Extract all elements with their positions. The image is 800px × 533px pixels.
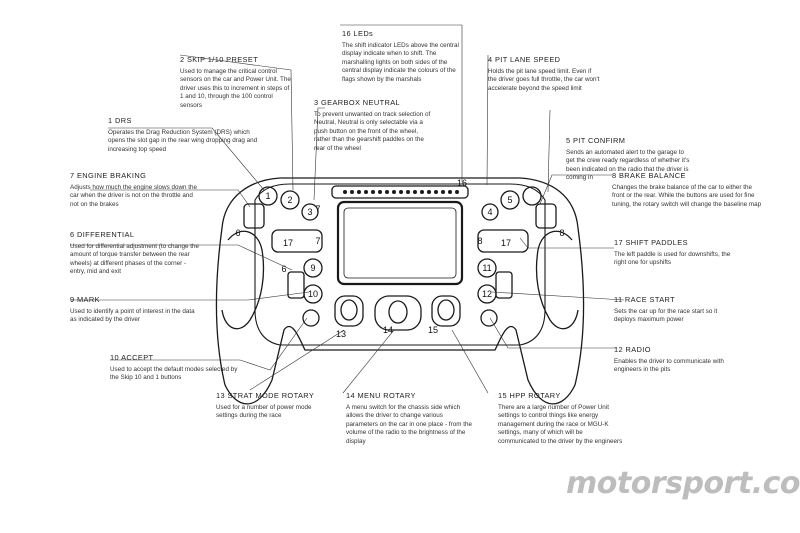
rotary-15-knob [431, 295, 461, 327]
wheel-num-14: 14 [383, 325, 393, 335]
wheel-num-7a: 7 [315, 204, 320, 214]
annotation-brake-balance: 8 BRAKE BALANCE Changes the brake balanc… [612, 171, 762, 209]
annotation-radio: 12 RADIO Enables the driver to communica… [614, 345, 740, 375]
annotation-title: 17 SHIFT PADDLES [614, 238, 688, 247]
annotation-text: Used to manage the critical control sens… [180, 67, 291, 109]
annotation-text: Used for a number of power mode settings… [216, 403, 312, 420]
wheel-num-15: 15 [428, 325, 438, 335]
wheel-num-10: 10 [308, 289, 318, 299]
annotation-text: The left paddle is used for downshifts, … [614, 250, 731, 267]
annotation-shift-paddles: 17 SHIFT PADDLES The left paddle is used… [614, 238, 738, 268]
annotation-title: 8 BRAKE BALANCE [612, 171, 686, 180]
annotation-title: 16 LEDs [342, 29, 374, 38]
annotation-hpp-rotary: 15 HPP ROTARY There are a large number o… [498, 391, 624, 447]
annotation-drs: 1 DRS Operates the Drag Reduction System… [108, 116, 258, 154]
wheel-num-17a: 17 [283, 238, 293, 248]
annotation-text: A menu switch for the chassis side which… [346, 403, 473, 445]
annotation-title: 10 ACCEPT [110, 353, 154, 362]
annotation-text: There are a large number of Power Unit s… [498, 403, 623, 445]
annotation-title: 5 PIT CONFIRM [566, 136, 626, 145]
led-bar [331, 185, 469, 199]
annotation-title: 1 DRS [108, 116, 132, 125]
annotation-skip-preset: 2 SKIP 1/10 PRESET Used to manage the cr… [180, 55, 292, 111]
annotation-race-start: 11 RACE START Sets the car up for the ra… [614, 295, 734, 325]
rotary-14-knob [374, 295, 422, 331]
annotation-text: Holds the pit lane speed limit. Even if … [488, 67, 600, 92]
wheel-num-13: 13 [336, 329, 346, 339]
central-display [336, 200, 464, 286]
annotation-text: Adjusts how much the engine slows down t… [70, 183, 198, 208]
wheel-num-3: 3 [307, 207, 312, 217]
annotation-differential: 6 DIFFERENTIAL Used for differential adj… [70, 230, 200, 277]
wheel-num-12: 12 [482, 289, 492, 299]
annotation-title: 2 SKIP 1/10 PRESET [180, 55, 259, 64]
wheel-num-2: 2 [287, 195, 292, 205]
annotation-text: Enables the driver to communicate with e… [614, 357, 724, 374]
annotation-gearbox-neutral: 3 GEARBOX NEUTRAL To prevent unwanted on… [314, 98, 432, 154]
wheel-num-6b: 6 [281, 264, 286, 274]
wheel-num-4: 4 [487, 207, 492, 217]
wheel-num-1: 1 [265, 191, 270, 201]
wheel-num-7b: 7 [315, 236, 320, 246]
annotation-title: 6 DIFFERENTIAL [70, 230, 135, 239]
annotation-text: Used to accept the default modes selecte… [110, 365, 238, 382]
annotation-text: The shift indicator LEDs above the centr… [342, 41, 459, 83]
annotation-text: Sets the car up for the race start so it… [614, 307, 718, 324]
wheel-num-5: 5 [507, 195, 512, 205]
wheel-num-9: 9 [310, 263, 315, 273]
annotation-pit-lane-speed: 4 PIT LANE SPEED Holds the pit lane spee… [488, 55, 600, 93]
annotation-title: 14 MENU ROTARY [346, 391, 416, 400]
wheel-num-8a: 8 [477, 236, 482, 246]
wheel-num-16: 16 [457, 178, 467, 188]
annotation-text: Used for differential adjustment (to cha… [70, 242, 200, 276]
annotation-strat-mode-rotary: 13 STRAT MODE ROTARY Used for a number o… [216, 391, 326, 421]
annotation-title: 4 PIT LANE SPEED [488, 55, 561, 64]
annotation-title: 9 MARK [70, 295, 100, 304]
annotation-menu-rotary: 14 MENU ROTARY A menu switch for the cha… [346, 391, 473, 447]
annotation-title: 15 HPP ROTARY [498, 391, 561, 400]
annotation-engine-braking: 7 ENGINE BRAKING Adjusts how much the en… [70, 171, 200, 209]
wheel-num-11: 11 [482, 263, 491, 273]
watermark-logo: motorsport.com [566, 466, 800, 501]
wheel-outline [215, 177, 585, 405]
annotation-text: Operates the Drag Reduction System (DRS)… [108, 128, 258, 153]
rotary-13-knob [334, 295, 364, 327]
wheel-num-8b: 8 [559, 228, 564, 238]
wheel-num-17b: 17 [501, 238, 511, 248]
annotation-leds: 16 LEDs The shift indicator LEDs above t… [342, 29, 460, 85]
annotation-pit-confirm: 5 PIT CONFIRM Sends an automated alert t… [566, 136, 694, 183]
annotation-title: 13 STRAT MODE ROTARY [216, 391, 315, 400]
annotation-text: Used to identify a point of interest in … [70, 307, 195, 324]
annotation-title: 3 GEARBOX NEUTRAL [314, 98, 401, 107]
annotation-title: 12 RADIO [614, 345, 651, 354]
annotation-mark: 9 MARK Used to identify a point of inter… [70, 295, 200, 325]
annotation-text: Sends an automated alert to the garage t… [566, 148, 690, 182]
annotation-accept: 10 ACCEPT Used to accept the default mod… [110, 353, 240, 383]
annotation-text: Changes the brake balance of the car to … [612, 183, 762, 208]
annotation-title: 7 ENGINE BRAKING [70, 171, 147, 180]
annotation-title: 11 RACE START [614, 295, 676, 304]
wheel-num-6a: 6 [235, 228, 240, 238]
annotation-text: To prevent unwanted on track selection o… [314, 110, 431, 152]
